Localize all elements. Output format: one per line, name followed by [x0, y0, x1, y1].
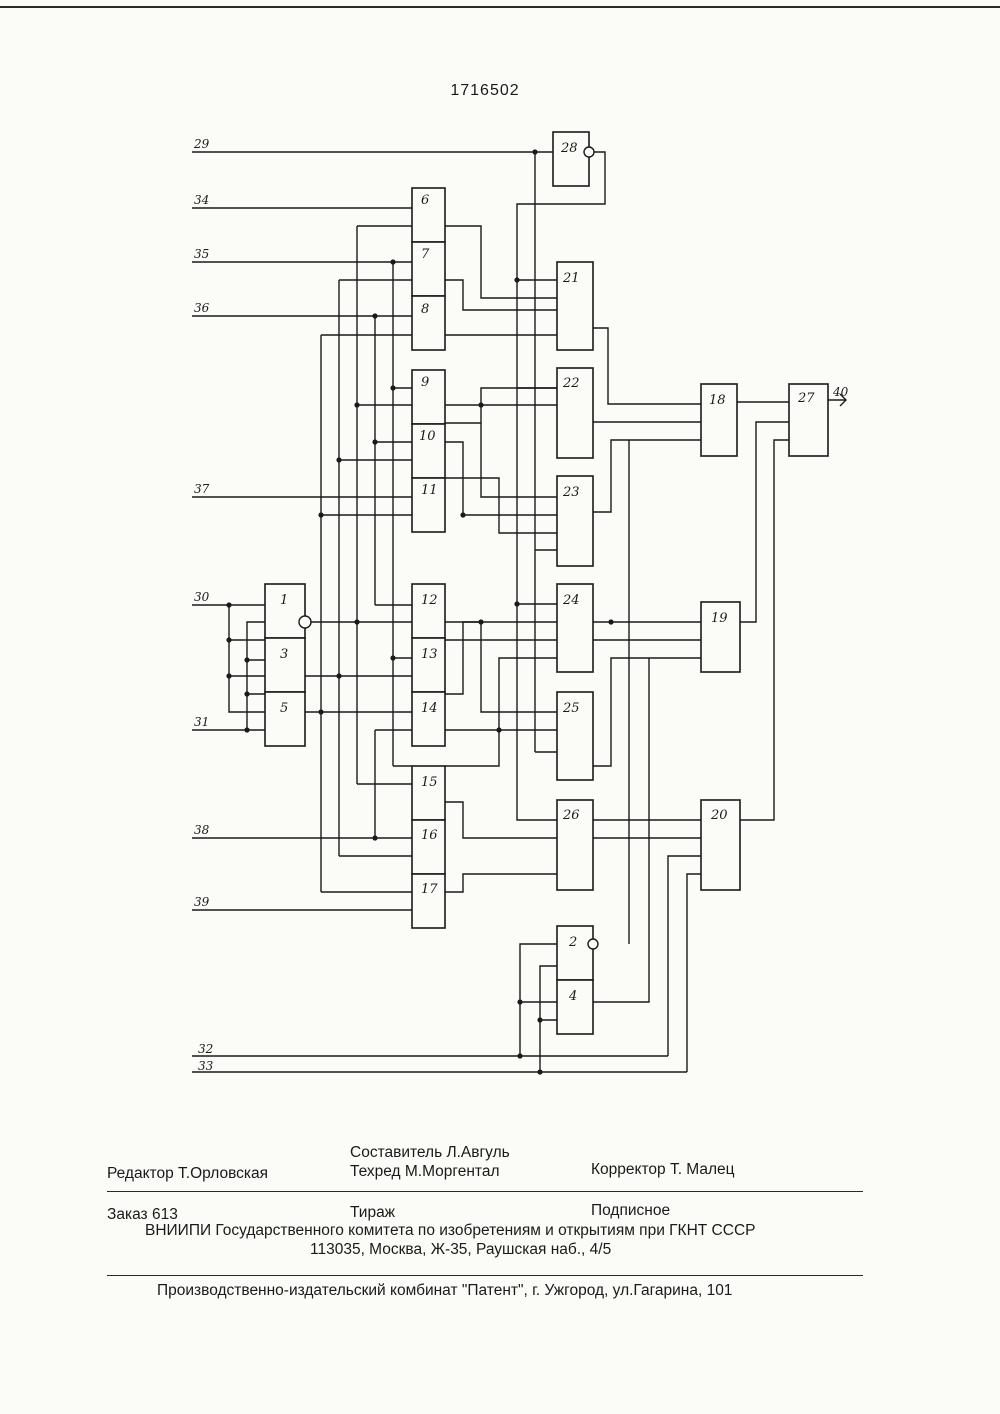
- block-26-label: 26: [562, 808, 580, 823]
- block-13-label: 13: [421, 647, 438, 662]
- vniipi-line: ВНИИПИ Государственного комитета по изоб…: [145, 1222, 755, 1240]
- block-27-label: 27: [797, 391, 815, 406]
- subscription-line: Подписное: [591, 1202, 670, 1220]
- circulation-line: Тираж: [350, 1204, 395, 1222]
- input-29-label: 29: [193, 137, 210, 151]
- block-16-label: 16: [421, 828, 438, 843]
- input-33-label: 33: [198, 1059, 214, 1073]
- techred-line: Техред М.Моргентал: [350, 1163, 500, 1181]
- input-39-label: 39: [194, 895, 210, 909]
- address-line: 113035, Москва, Ж-35, Раушская наб., 4/5: [310, 1241, 611, 1259]
- block-1-label: 1: [280, 593, 288, 608]
- footer-rule-1: [107, 1191, 863, 1192]
- block-5-label: 5: [280, 701, 288, 716]
- block-12-label: 12: [421, 593, 438, 608]
- input-37-label: 37: [194, 482, 210, 496]
- block-18-label: 18: [709, 393, 726, 408]
- block-28-label: 28: [560, 141, 578, 156]
- block-11-label: 11: [421, 483, 438, 498]
- compiler-line: Составитель Л.Авгуль: [350, 1144, 510, 1162]
- block-20-label: 20: [710, 808, 728, 823]
- block-9-label: 9: [421, 375, 429, 390]
- block-25-label: 25: [562, 701, 580, 716]
- corrector-line: Корректор Т. Малец: [591, 1161, 735, 1179]
- output-40-label: 40: [832, 385, 849, 399]
- block-17-label: 17: [421, 882, 438, 897]
- footer-rule-2: [107, 1275, 863, 1276]
- input-35-label: 35: [194, 247, 209, 261]
- input-38-label: 38: [194, 823, 210, 837]
- blocks: 28 6 7 8 9 10 11 12 13 14 15 16 17 1 3: [265, 132, 828, 1034]
- input-34-label: 34: [194, 193, 209, 207]
- editor-line: Редактор Т.Орловская: [107, 1165, 268, 1183]
- block-19-label: 19: [711, 611, 728, 626]
- block-3-label: 3: [280, 647, 288, 662]
- block-22-label: 22: [562, 376, 580, 391]
- block-23-label: 23: [562, 485, 580, 500]
- input-31-label: 31: [194, 715, 209, 729]
- block-4-label: 4: [568, 989, 577, 1004]
- block-10-label: 10: [419, 429, 436, 444]
- input-36-label: 36: [194, 301, 210, 315]
- block-21-label: 21: [562, 271, 580, 286]
- publisher-line: Производственно-издательский комбинат "П…: [157, 1282, 732, 1300]
- block-7-label: 7: [421, 247, 430, 262]
- block-2-label: 2: [568, 935, 577, 950]
- input-32-label: 32: [198, 1042, 213, 1056]
- circuit-diagram: 28 6 7 8 9 10 11 12 13 14 15 16 17 1 3: [0, 0, 1000, 1110]
- block-6-label: 6: [421, 193, 429, 208]
- block-14-label: 14: [421, 701, 438, 716]
- block-8-label: 8: [421, 302, 429, 317]
- block-15-label: 15: [421, 775, 438, 790]
- input-30-label: 30: [194, 590, 210, 604]
- block-24-label: 24: [562, 593, 580, 608]
